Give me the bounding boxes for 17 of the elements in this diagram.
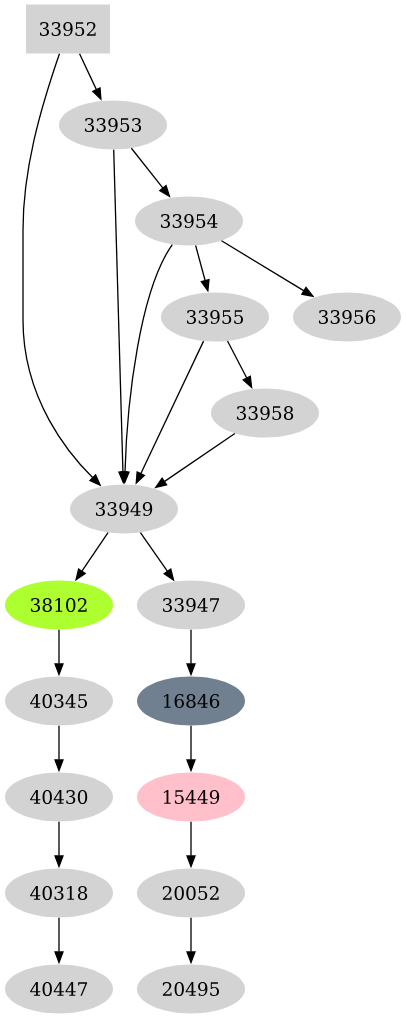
rectangle-node: 33952 [26,4,110,54]
ellipse-node: 16846 [137,676,245,726]
ellipse-node: 33947 [137,580,245,630]
ellipse-node: 40318 [5,868,113,918]
ellipse-node: 38102 [5,580,113,630]
ellipse-node: 33956 [293,292,401,342]
ellipse-node: 15449 [137,772,245,822]
ellipse-node: 40430 [5,772,113,822]
ellipse-node: 33954 [135,196,243,246]
ellipse-node: 20495 [137,964,245,1014]
ellipse-node: 33953 [59,100,167,150]
ellipse-node: 33958 [211,388,319,438]
ellipse-node: 40447 [5,964,113,1014]
ellipse-node: 20052 [137,868,245,918]
ellipse-node: 33949 [70,484,178,534]
ellipse-node: 40345 [5,676,113,726]
ellipse-node: 33955 [161,292,269,342]
